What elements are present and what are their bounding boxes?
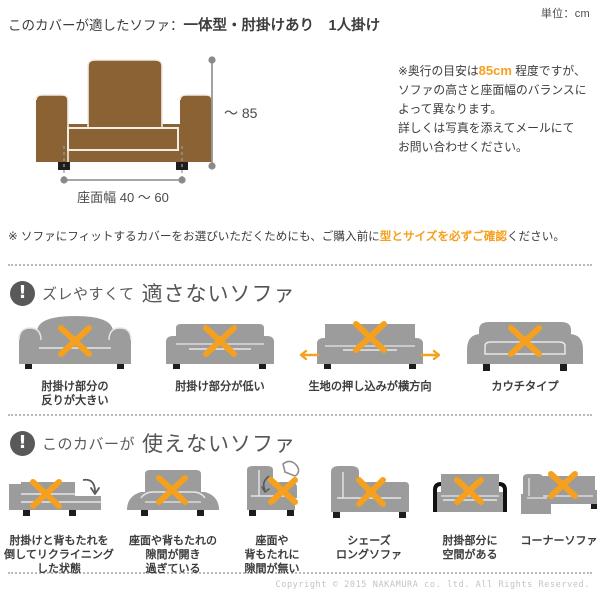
depth-note-highlight: 85cm — [478, 63, 512, 78]
exclamation-icon: ! — [10, 280, 35, 306]
list-item-open-arm: 肘掛部分に 空間がある — [422, 458, 518, 576]
sofa-dimension-diagram: 〜 85 座面幅 40 〜 60 — [0, 38, 390, 208]
depth-note-line-1: ※奥行の目安は85cm 程度ですが、 — [398, 60, 598, 81]
arrow-right-icon — [421, 349, 441, 361]
list-item-no-gap: 座面や 背もたれに 隙間が無い — [228, 458, 316, 576]
sofa-corner-icon — [513, 458, 600, 530]
list-item-chaise-long: シェーズ ロングソファ — [316, 458, 422, 576]
list-item-caption: 肘掛部分に 空間がある — [442, 535, 498, 562]
section-heading-unsuitable-lead: ズレやすくて — [42, 285, 135, 303]
section-heading-unusable: ! このカバーが 使えないソファ — [10, 428, 296, 458]
height-dimension — [208, 56, 216, 170]
depth-note-suffix: 程度ですが、 — [511, 64, 586, 78]
section-heading-unsuitable: ! ズレやすくて 適さないソファ — [10, 278, 296, 308]
unusable-sofa-list: 肘掛けと背もたれを 倒してリクライニング した状態 座面や背もたれの 隙間が開き… — [0, 458, 600, 576]
list-item-caption: 座面や背もたれの 隙間が開き 過ぎている — [129, 535, 217, 576]
list-item-rolled-arms: 肘掛け部分の 反りが大きい — [0, 310, 150, 409]
depth-note-line-4: 詳しくは写真を添えてメールにて — [398, 121, 575, 136]
exclamation-icon: ! — [10, 430, 35, 456]
divider-bottom — [8, 572, 592, 574]
list-item-reclined: 肘掛けと背もたれを 倒してリクライニング した状態 — [0, 458, 118, 576]
list-item-caption: 座面や 背もたれに 隙間が無い — [244, 535, 300, 576]
list-item-caption: カウチタイプ — [491, 381, 559, 393]
copyright-text: Copyright © 2015 NAKAMURA co. ltd. All R… — [275, 580, 590, 590]
list-item-caption: 肘掛けと背もたれを 倒してリクライニング した状態 — [4, 535, 114, 576]
open-arm-frame-icon — [433, 482, 507, 512]
list-item-low-arms: 肘掛け部分が低い — [150, 310, 290, 409]
list-item-caption: 生地の押し込みが横方向 — [308, 381, 432, 393]
sofa-low-arms-icon — [158, 310, 282, 376]
page-title-prefix: このカバーが適したソファ： — [8, 18, 184, 33]
list-item-caption: コーナーソファ — [520, 535, 598, 547]
page-title: このカバーが適したソファ：一体型・肘掛けあり 1人掛け — [8, 14, 380, 35]
width-dimension-label: 座面幅 40 〜 60 — [77, 190, 169, 205]
section-heading-unsuitable-emphasis: 適さないソファ — [141, 283, 296, 306]
depth-note-line-5: お問い合わせください。 — [398, 140, 528, 155]
unsuitable-sofa-list: 肘掛け部分の 反りが大きい 肘掛け部分が低い — [0, 310, 600, 409]
armchair-illustration — [35, 59, 213, 170]
depth-note-line-2: ソファの高さと座面幅のバランスに — [398, 83, 587, 98]
sofa-chaise-long-icon — [319, 458, 419, 530]
unit-label: 単位：cm — [540, 8, 590, 20]
divider-top — [8, 264, 592, 266]
purchase-notice-part2: ください。 — [506, 230, 565, 243]
list-item-corner: コーナーソファ — [518, 458, 600, 576]
sofa-diagram-svg: 〜 85 座面幅 40 〜 60 — [35, 56, 258, 205]
depth-note-line-3: よって異なります。 — [398, 102, 503, 117]
gap-pointer-icon — [261, 475, 270, 493]
sofa-reclined-icon — [3, 458, 115, 530]
sofa-wide-gap-icon — [121, 458, 225, 530]
list-item-wide-gap: 座面や背もたれの 隙間が開き 過ぎている — [118, 458, 228, 576]
sofa-couch-type-icon — [459, 310, 591, 376]
hand-icon — [282, 460, 300, 477]
purchase-notice: ※ ソファにフィットするカバーをお選びいただくためにも、ご購入前に型とサイズを必… — [8, 228, 596, 244]
sofa-open-arm-icon — [423, 458, 517, 530]
recline-arrow-icon — [82, 478, 100, 495]
depth-note-prefix: ※奥行の目安は — [398, 64, 479, 78]
section-heading-unusable-lead: このカバーが — [42, 435, 136, 453]
list-item-caption: シェーズ ロングソファ — [336, 535, 402, 562]
section-heading-unusable-emphasis: 使えないソファ — [142, 433, 297, 456]
list-item-side-tuck: 生地の押し込みが横方向 — [290, 310, 450, 409]
purchase-notice-highlight: 型とサイズを必ずご確認 — [379, 230, 507, 243]
sofa-side-tuck-icon — [299, 310, 441, 376]
divider-middle — [8, 414, 592, 416]
list-item-caption: 肘掛け部分が低い — [175, 381, 265, 393]
depth-note: ※奥行の目安は85cm 程度ですが、 ソファの高さと座面幅のバランスに よって異… — [398, 60, 598, 158]
sofa-rolled-arms-icon — [9, 310, 141, 376]
purchase-notice-part1: ※ ソファにフィットするカバーをお選びいただくためにも、ご購入前に — [8, 230, 380, 243]
arrow-left-icon — [299, 349, 319, 361]
list-item-caption: 肘掛け部分の 反りが大きい — [41, 381, 109, 408]
list-item-couch-type: カウチタイプ — [450, 310, 600, 409]
sofa-no-gap-icon — [229, 458, 315, 530]
height-dimension-label: 〜 85 — [224, 105, 258, 121]
page-title-emphasis: 一体型・肘掛けあり 1人掛け — [183, 18, 381, 34]
width-dimension — [60, 176, 186, 184]
